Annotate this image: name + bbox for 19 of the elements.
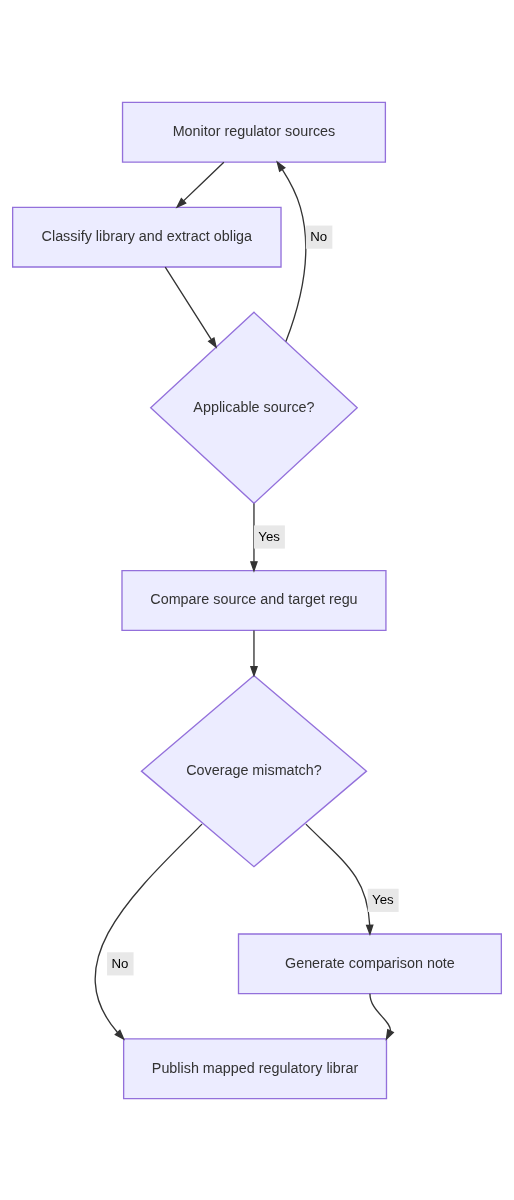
arrow bbox=[175, 161, 225, 208]
arrow bbox=[369, 992, 395, 1041]
node-box: Compare source and target regu bbox=[121, 569, 387, 631]
edge-label: No bbox=[310, 228, 328, 244]
node-box: Publish mapped regulatory librar bbox=[122, 1037, 388, 1099]
node-diamond: Coverage mismatch? bbox=[140, 674, 368, 868]
node-box: Monitor regulator sources bbox=[121, 101, 387, 163]
arrow bbox=[164, 266, 218, 349]
arrow bbox=[305, 822, 374, 936]
node-diamond: Applicable source? bbox=[149, 310, 359, 504]
arrow bbox=[94, 822, 203, 1040]
arrow bbox=[276, 159, 307, 342]
edge-label: No bbox=[111, 955, 129, 971]
node-box: Generate comparison note bbox=[237, 932, 502, 994]
arrow bbox=[249, 502, 258, 573]
edge-label: Yes bbox=[258, 528, 281, 544]
arrow bbox=[249, 629, 258, 678]
node-box: Classify library and extract obliga bbox=[12, 206, 282, 268]
edge-label: Yes bbox=[372, 891, 394, 907]
